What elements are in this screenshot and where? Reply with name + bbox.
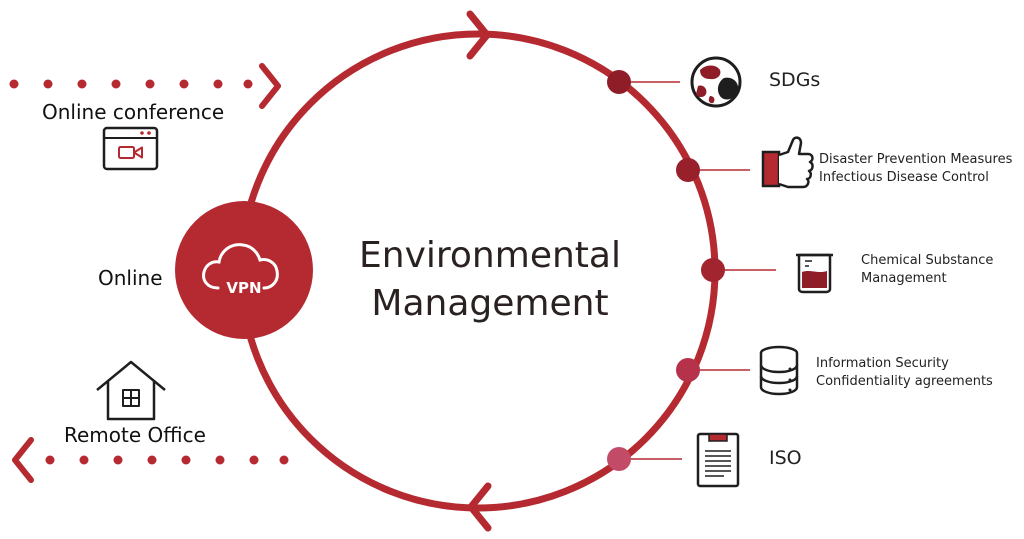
vpn-label: VPN bbox=[226, 279, 262, 297]
node-dot-disaster bbox=[676, 158, 700, 182]
online-conference-label: Online conference bbox=[42, 100, 225, 124]
title-line-2: Management bbox=[371, 283, 609, 324]
item-line: Infectious Disease Control bbox=[819, 170, 989, 185]
bottom-dotted-arrow bbox=[45, 455, 289, 465]
clipboard-icon bbox=[696, 432, 740, 488]
item-line: Confidentiality agreements bbox=[816, 374, 993, 389]
database-icon bbox=[759, 345, 799, 396]
item-label-iso: ISO bbox=[769, 447, 802, 469]
item-line: Disaster Prevention Measures bbox=[819, 152, 1013, 167]
thumbs-up-icon bbox=[761, 136, 814, 189]
cloud-icon bbox=[202, 243, 279, 290]
bottom-dotted-arrow-head-icon bbox=[12, 437, 34, 483]
house-icon bbox=[96, 360, 166, 421]
node-dot-iso bbox=[607, 447, 631, 471]
node-dot-sdgs bbox=[607, 70, 631, 94]
top-dotted-arrow bbox=[9, 79, 253, 89]
item-label-chemical: Chemical Substance Management bbox=[861, 252, 993, 288]
globe-icon bbox=[690, 56, 742, 108]
diagram-title: Environmental Management bbox=[330, 232, 650, 328]
top-dotted-arrow-head-icon bbox=[259, 63, 281, 109]
remote-office-label: Remote Office bbox=[64, 423, 206, 447]
item-line: Management bbox=[861, 271, 947, 286]
item-line: ISO bbox=[769, 447, 802, 469]
video-call-icon bbox=[102, 126, 159, 171]
item-line: Information Security bbox=[816, 356, 949, 371]
node-dot-security bbox=[676, 358, 700, 382]
node-dot-chemical bbox=[701, 258, 725, 282]
item-label-disaster: Disaster Prevention Measures Infectious … bbox=[819, 151, 1012, 187]
bottom-arrow-icon bbox=[467, 482, 492, 532]
item-line: Chemical Substance bbox=[861, 253, 994, 268]
item-label-sdgs: SDGs bbox=[769, 69, 821, 91]
title-line-1: Environmental bbox=[359, 235, 621, 276]
beaker-icon bbox=[796, 253, 833, 294]
vpn-node bbox=[175, 201, 313, 339]
top-arrow-icon bbox=[466, 10, 491, 60]
online-label: Online bbox=[98, 266, 163, 290]
item-line: SDGs bbox=[769, 69, 821, 91]
item-label-security: Information Security Confidentiality agr… bbox=[816, 355, 993, 391]
